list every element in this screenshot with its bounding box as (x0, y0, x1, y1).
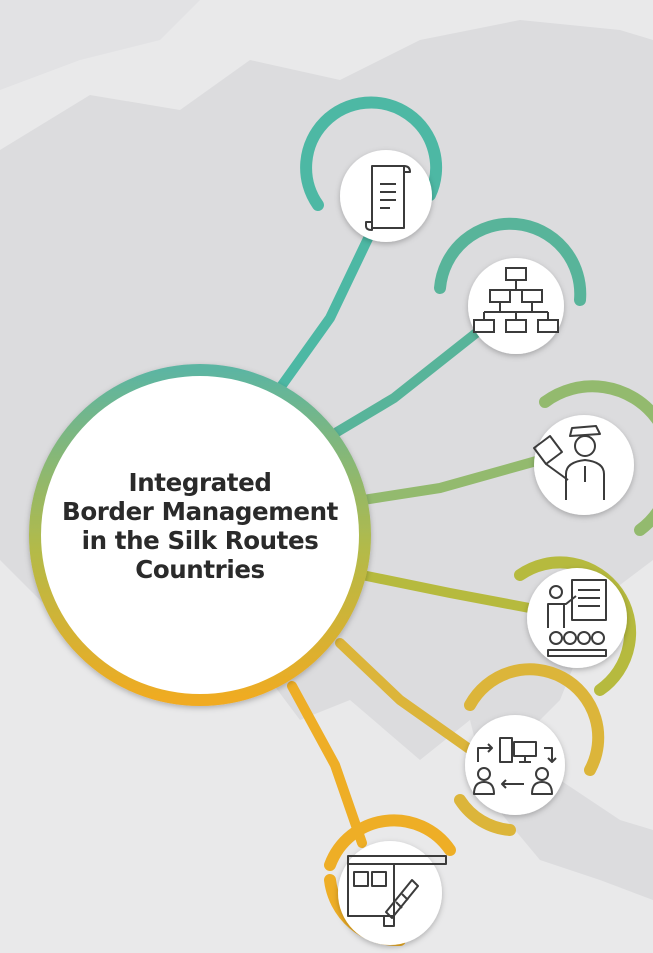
connector-exchange (335, 638, 480, 758)
connector-legal (270, 221, 379, 400)
border-officer-passport-icon (533, 425, 605, 500)
hub-node (29, 364, 371, 706)
connector-training (357, 570, 545, 615)
node-training (514, 556, 637, 696)
computer-exchange-people-icon (473, 737, 557, 795)
hub-title: Integrated Border Management in the Silk… (40, 468, 360, 584)
barrier-checkpoint-icon (347, 855, 447, 927)
connectors (270, 221, 545, 848)
hub-title-line-4: Countries (135, 555, 265, 584)
org-chart-icon (473, 267, 559, 333)
presenter-training-icon (547, 579, 607, 657)
node-legal-framework (300, 96, 443, 242)
hub-title-line-2: Border Management (62, 497, 338, 526)
node-information-exchange (454, 663, 605, 836)
hub-title-line-1: Integrated (128, 468, 272, 497)
hub-title-line-3: in the Silk Routes (81, 526, 319, 555)
node-organisational-structure (434, 217, 587, 354)
scroll-document-icon (365, 165, 411, 231)
connector-officer (358, 455, 545, 505)
connector-checkpoint (287, 681, 367, 848)
node-infrastructure (324, 814, 456, 947)
node-border-police (533, 380, 653, 536)
connector-organisation (332, 325, 485, 437)
